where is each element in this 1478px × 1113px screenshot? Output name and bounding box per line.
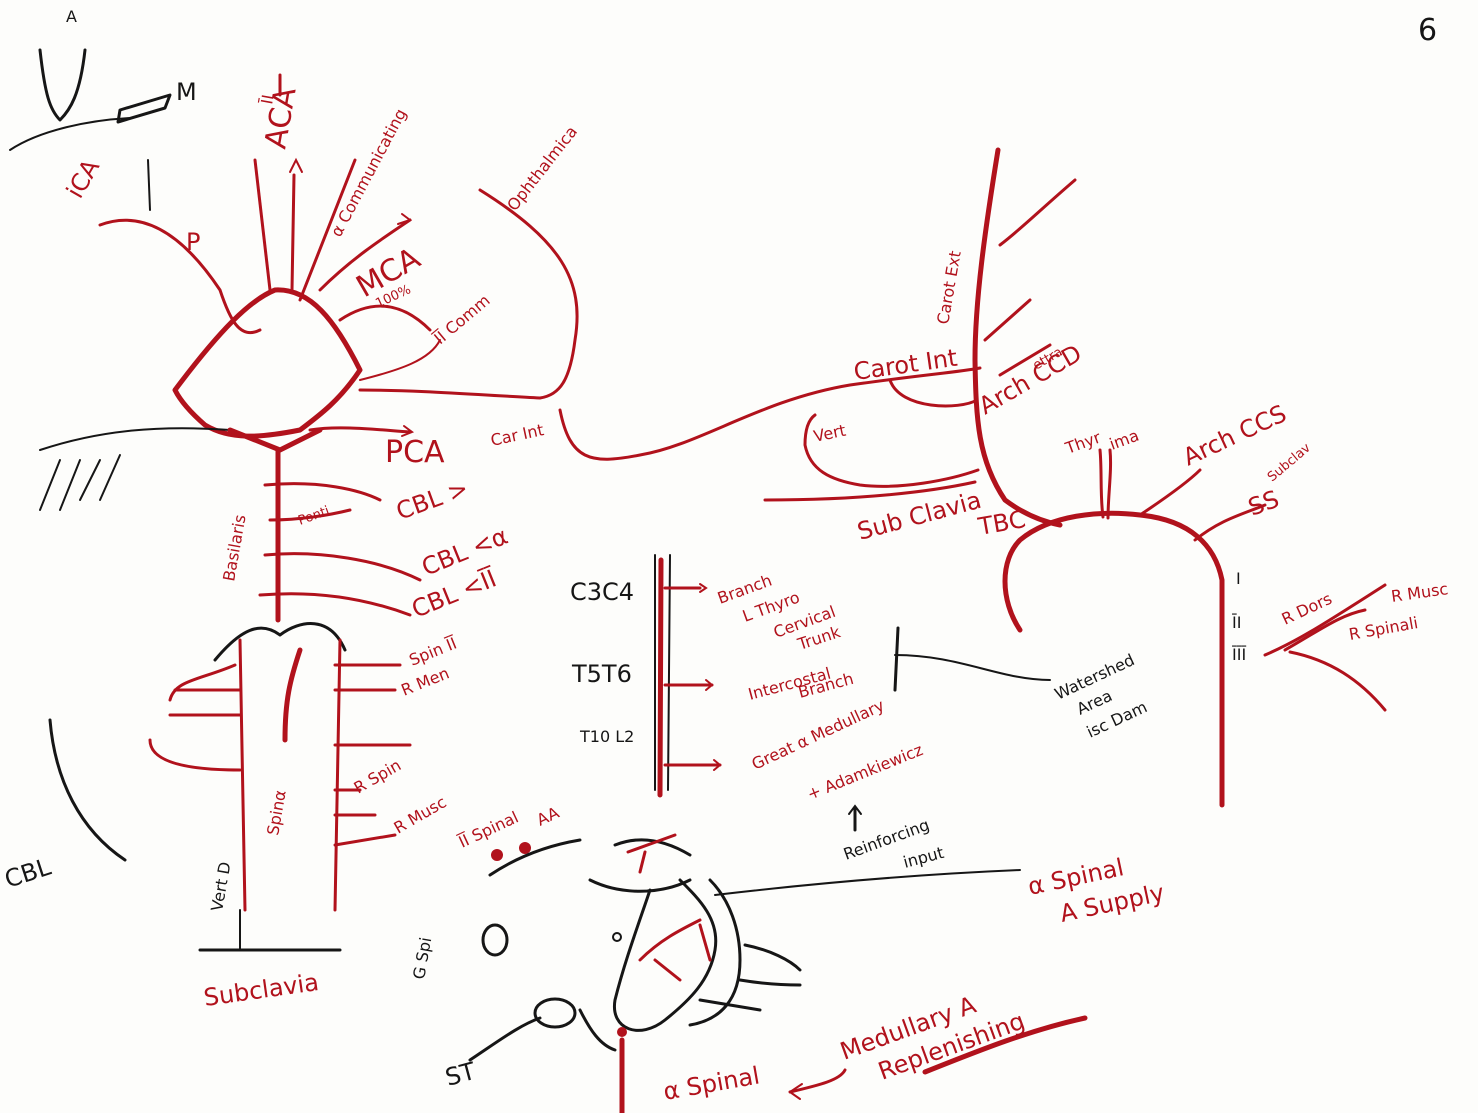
spin2-label: Spin ĪĪ [406, 633, 459, 669]
basilar-tree: Basilaris Ponti CBL > CBL <α CBL <ĪĪ Spi… [1, 450, 512, 1012]
thyr-label: Thyr [1062, 427, 1104, 458]
car-int-label: Car Int [489, 420, 546, 450]
corner-label: A [66, 7, 77, 26]
carot-int-label: Carot Int [852, 344, 959, 386]
ima-label: ima [1107, 426, 1142, 454]
r-musc-label: R Musc [1390, 579, 1449, 606]
basilaris-label: Basilaris [219, 513, 249, 582]
spinal-cross-section: ĪĪ Spinal AA α Spinal A Supply G Spi ST … [409, 803, 1167, 1113]
vert-d-label: Vert D [207, 860, 234, 912]
p-label: P [186, 228, 200, 256]
roman-ii: ĪI [1232, 613, 1241, 632]
carot-ext-label: Carot Ext [933, 249, 965, 325]
input-label: input [901, 843, 946, 872]
cbl1-label: CBL > [392, 474, 471, 526]
c3c4-label: C3C4 [570, 578, 634, 606]
rmusc-label: R Musc [391, 792, 450, 837]
pca-label: PCA [385, 435, 445, 470]
intercostal: I ĪI ĪĪĪ R Dors R Musc R Spinali [1232, 569, 1449, 710]
cbl-label: CBL [1, 852, 55, 893]
rspin-label: R Spin [351, 755, 405, 797]
cbl2-label: CBL <α [418, 522, 512, 582]
carotid-arch: Carot Int Car Int Vert Carot Ext Arch CC… [489, 150, 1314, 805]
alpha-spinal-label: α Spinal [661, 1061, 762, 1105]
ss-label: SS [1244, 485, 1282, 522]
aca-sketch: A M iCA [10, 7, 197, 210]
adamkiewicz-label: + Adamkiewicz [804, 740, 925, 804]
t5t6-label: T5T6 [571, 660, 632, 688]
ica-label: iCA [61, 154, 105, 203]
spinal-cord-long: C3C4 T5T6 T10 L2 Branch L Thyro Cervical… [570, 555, 1150, 872]
ponti-label: Ponti [296, 504, 331, 529]
gspi-label: G Spi [409, 936, 435, 981]
ii-spinal-label: ĪĪ Spinal [456, 807, 522, 851]
anterior-communicating-label: α Communicating [327, 105, 410, 239]
m-label: M [176, 78, 197, 106]
arch-ccd-label: Arch CCD [974, 339, 1087, 420]
aa-label: AA [534, 803, 562, 830]
posterior-communicating-label: ĪĪ Comm [430, 291, 493, 348]
roman-iii: ĪĪĪ [1232, 645, 1246, 664]
arch-ccs-label: Arch CCS [1179, 399, 1291, 471]
spina-label: Spinα [263, 789, 290, 837]
page-number: 6 [1418, 13, 1437, 48]
rmen-label: R Men [398, 663, 451, 699]
subclav-label: Subclav [1265, 440, 1314, 485]
ophthalmic-label: Ophthalmica [503, 122, 581, 214]
cbl3-label: CBL <ĪĪ [407, 563, 501, 623]
t10l2-label: T10 L2 [579, 727, 634, 746]
vert-label: Vert [812, 421, 848, 446]
roman-i: I [1236, 569, 1241, 588]
st-label: ST [442, 1057, 478, 1092]
r-spinali-label: R Spinali [1347, 613, 1419, 644]
subclavia-label: Subclavia [202, 968, 321, 1012]
